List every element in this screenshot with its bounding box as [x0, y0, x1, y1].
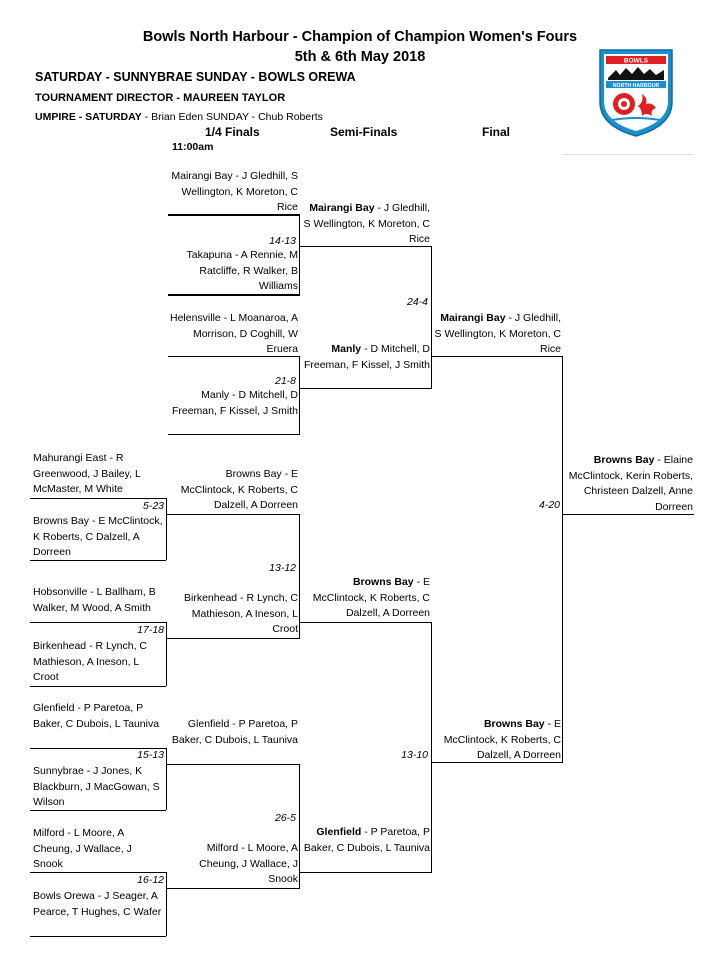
- round-header-semi: Semi-Finals: [330, 125, 398, 139]
- team-entry: Mairangi Bay - J Gledhill, S Wellington,…: [301, 201, 430, 248]
- team-players: - J Gledhill, S Wellington, K Moreton, C…: [303, 202, 430, 245]
- bracket-line: [562, 356, 563, 762]
- team-entry: Browns Bay - E McClintock, K Roberts, C …: [33, 515, 163, 558]
- match-score: 17-18: [137, 624, 164, 636]
- bracket-line: [299, 872, 432, 873]
- team-entry: Manly - D Mitchell, D Freeman, F Kissel,…: [301, 342, 430, 373]
- bracket-line: [299, 246, 432, 247]
- bracket-line: [168, 356, 300, 357]
- match-score: 13-10: [401, 749, 428, 761]
- venues: SATURDAY - SUNNYBRAE SUNDAY - BOWLS OREW…: [35, 70, 356, 84]
- team-entry: Manly - D Mitchell, D Freeman, F Kissel,…: [171, 389, 298, 417]
- round-header-quarter: 1/4 Finals: [205, 125, 260, 139]
- champion-club: Browns Bay: [593, 454, 655, 466]
- team-players: - P Paretoa, P Baker, C Dubois, L Tauniv…: [303, 826, 430, 854]
- team-entry: Browns Bay - E McClintock, K Roberts, C …: [301, 575, 430, 622]
- match-score: 13-12: [269, 562, 296, 574]
- team-entry: Browns Bay - E McClintock, K Roberts, C …: [433, 717, 561, 764]
- team-entry: Hobsonville - L Ballham, B Walker, M Woo…: [33, 586, 156, 614]
- bracket-line: [168, 294, 300, 296]
- team-players: - J Gledhill, S Wellington, K Moreton, C…: [434, 312, 561, 355]
- event-dates: 5th & 6th May 2018: [294, 49, 426, 65]
- team-club: Browns Bay: [352, 576, 414, 588]
- team-entry: Sunnybrae - J Jones, K Blackburn, J MacG…: [33, 765, 160, 808]
- team-entry: Browns Bay - E McClintock, K Roberts, C …: [180, 468, 298, 511]
- bracket-line: [30, 748, 166, 749]
- bracket-line: [168, 434, 300, 435]
- bracket-line: [166, 638, 300, 639]
- team-entry: Mairangi Bay - J Gledhill, S Wellington,…: [433, 311, 561, 358]
- team-entry: Birkenhead - R Lynch, C Mathieson, A Ine…: [33, 640, 147, 683]
- bracket-line: [299, 388, 432, 389]
- team-club: Mairangi Bay: [309, 202, 375, 214]
- bracket-line: [30, 686, 166, 687]
- champion-entry: Browns Bay - Elaine McClintock, Kerin Ro…: [564, 453, 693, 515]
- logo-bottom-text: NORTH HARBOUR: [613, 83, 660, 89]
- umpire-info: UMPIRE - SATURDAY - Brian Eden SUNDAY - …: [35, 111, 323, 123]
- team-entry: Milford - L Moore, A Cheung, J Wallace, …: [33, 827, 132, 870]
- team-entry: Helensville - L Moanaroa, A Morrison, D …: [170, 312, 299, 355]
- bracket-line: [168, 214, 300, 216]
- bracket-line: [30, 622, 166, 623]
- tournament-director: TOURNAMENT DIRECTOR - MAUREEN TAYLOR: [35, 92, 286, 104]
- bracket-line: [166, 764, 300, 765]
- bracket-line: [30, 810, 166, 811]
- team-club: Glenfield: [316, 826, 362, 838]
- bracket-line: [166, 888, 300, 889]
- bracket-line: [299, 622, 432, 623]
- bracket-line: [166, 872, 167, 936]
- team-players: - E McClintock, K Roberts, C Dalzell, A …: [312, 576, 430, 619]
- team-club: Manly: [331, 343, 362, 355]
- header-rule: [562, 154, 694, 155]
- bracket-line: [431, 356, 563, 357]
- round-header-final: Final: [482, 125, 511, 139]
- bracket-line: [431, 246, 432, 388]
- team-club: Browns Bay: [483, 718, 545, 730]
- team-entry: Birkenhead - R Lynch, C Mathieson, A Ine…: [184, 592, 298, 635]
- bracket-line: [166, 748, 167, 810]
- umpire-label: UMPIRE - SATURDAY: [35, 111, 142, 123]
- match-score: 16-12: [137, 874, 164, 886]
- bracket-line: [299, 764, 300, 888]
- team-entry: Mahurangi East - R Greenwood, J Bailey, …: [33, 452, 141, 495]
- team-entry: Glenfield - P Paretoa, P Baker, C Dubois…: [33, 702, 160, 730]
- team-players: - E McClintock, K Roberts, C Dalzell, A …: [443, 718, 561, 761]
- match-score: 5-23: [142, 500, 164, 512]
- bracket-line: [30, 936, 166, 937]
- team-entry: Milford - L Moore, A Cheung, J Wallace, …: [199, 842, 298, 885]
- bracket-line: [166, 514, 300, 515]
- bracket-line: [431, 622, 432, 872]
- match-score: 24-4: [406, 296, 428, 308]
- team-entry: Mairangi Bay - J Gledhill, S Wellington,…: [171, 170, 298, 213]
- team-entry: Takapuna - A Rennie, M Ratcliffe, R Walk…: [186, 249, 299, 292]
- champion-players: - Elaine McClintock, Kerin Roberts, Chri…: [568, 454, 693, 513]
- bracket-line: [299, 356, 300, 434]
- team-players: - D Mitchell, D Freeman, F Kissel, J Smi…: [303, 343, 430, 371]
- match-score: 4-20: [538, 499, 560, 511]
- team-club: Mairangi Bay: [440, 312, 506, 324]
- bracket-line: [30, 872, 166, 873]
- logo-top-text: BOWLS: [624, 58, 649, 65]
- match-score: 26-5: [274, 812, 296, 824]
- team-entry: Glenfield - P Paretoa, P Baker, C Dubois…: [171, 718, 298, 746]
- bracket-line: [30, 560, 166, 561]
- match-score: 14-13: [269, 235, 296, 247]
- start-time: 11:00am: [172, 141, 214, 153]
- bracket-line: [562, 514, 694, 515]
- bracket-line: [431, 762, 563, 763]
- match-score: 15-13: [137, 749, 164, 761]
- bracket-line: [30, 498, 166, 499]
- team-entry: Bowls Orewa - J Seager, A Pearce, T Hugh…: [33, 890, 162, 918]
- team-entry: Glenfield - P Paretoa, P Baker, C Dubois…: [301, 825, 430, 856]
- bracket-line: [299, 514, 300, 638]
- page-title: Bowls North Harbour - Champion of Champi…: [142, 29, 578, 45]
- match-score: 21-8: [274, 375, 296, 387]
- bowls-north-harbour-logo: BOWLS NORTH HARBOUR: [599, 49, 673, 137]
- bracket-line: [166, 498, 167, 560]
- bracket-line: [166, 622, 167, 686]
- bracket-line: [299, 214, 300, 294]
- umpire-details: - Brian Eden SUNDAY - Chub Roberts: [141, 111, 323, 123]
